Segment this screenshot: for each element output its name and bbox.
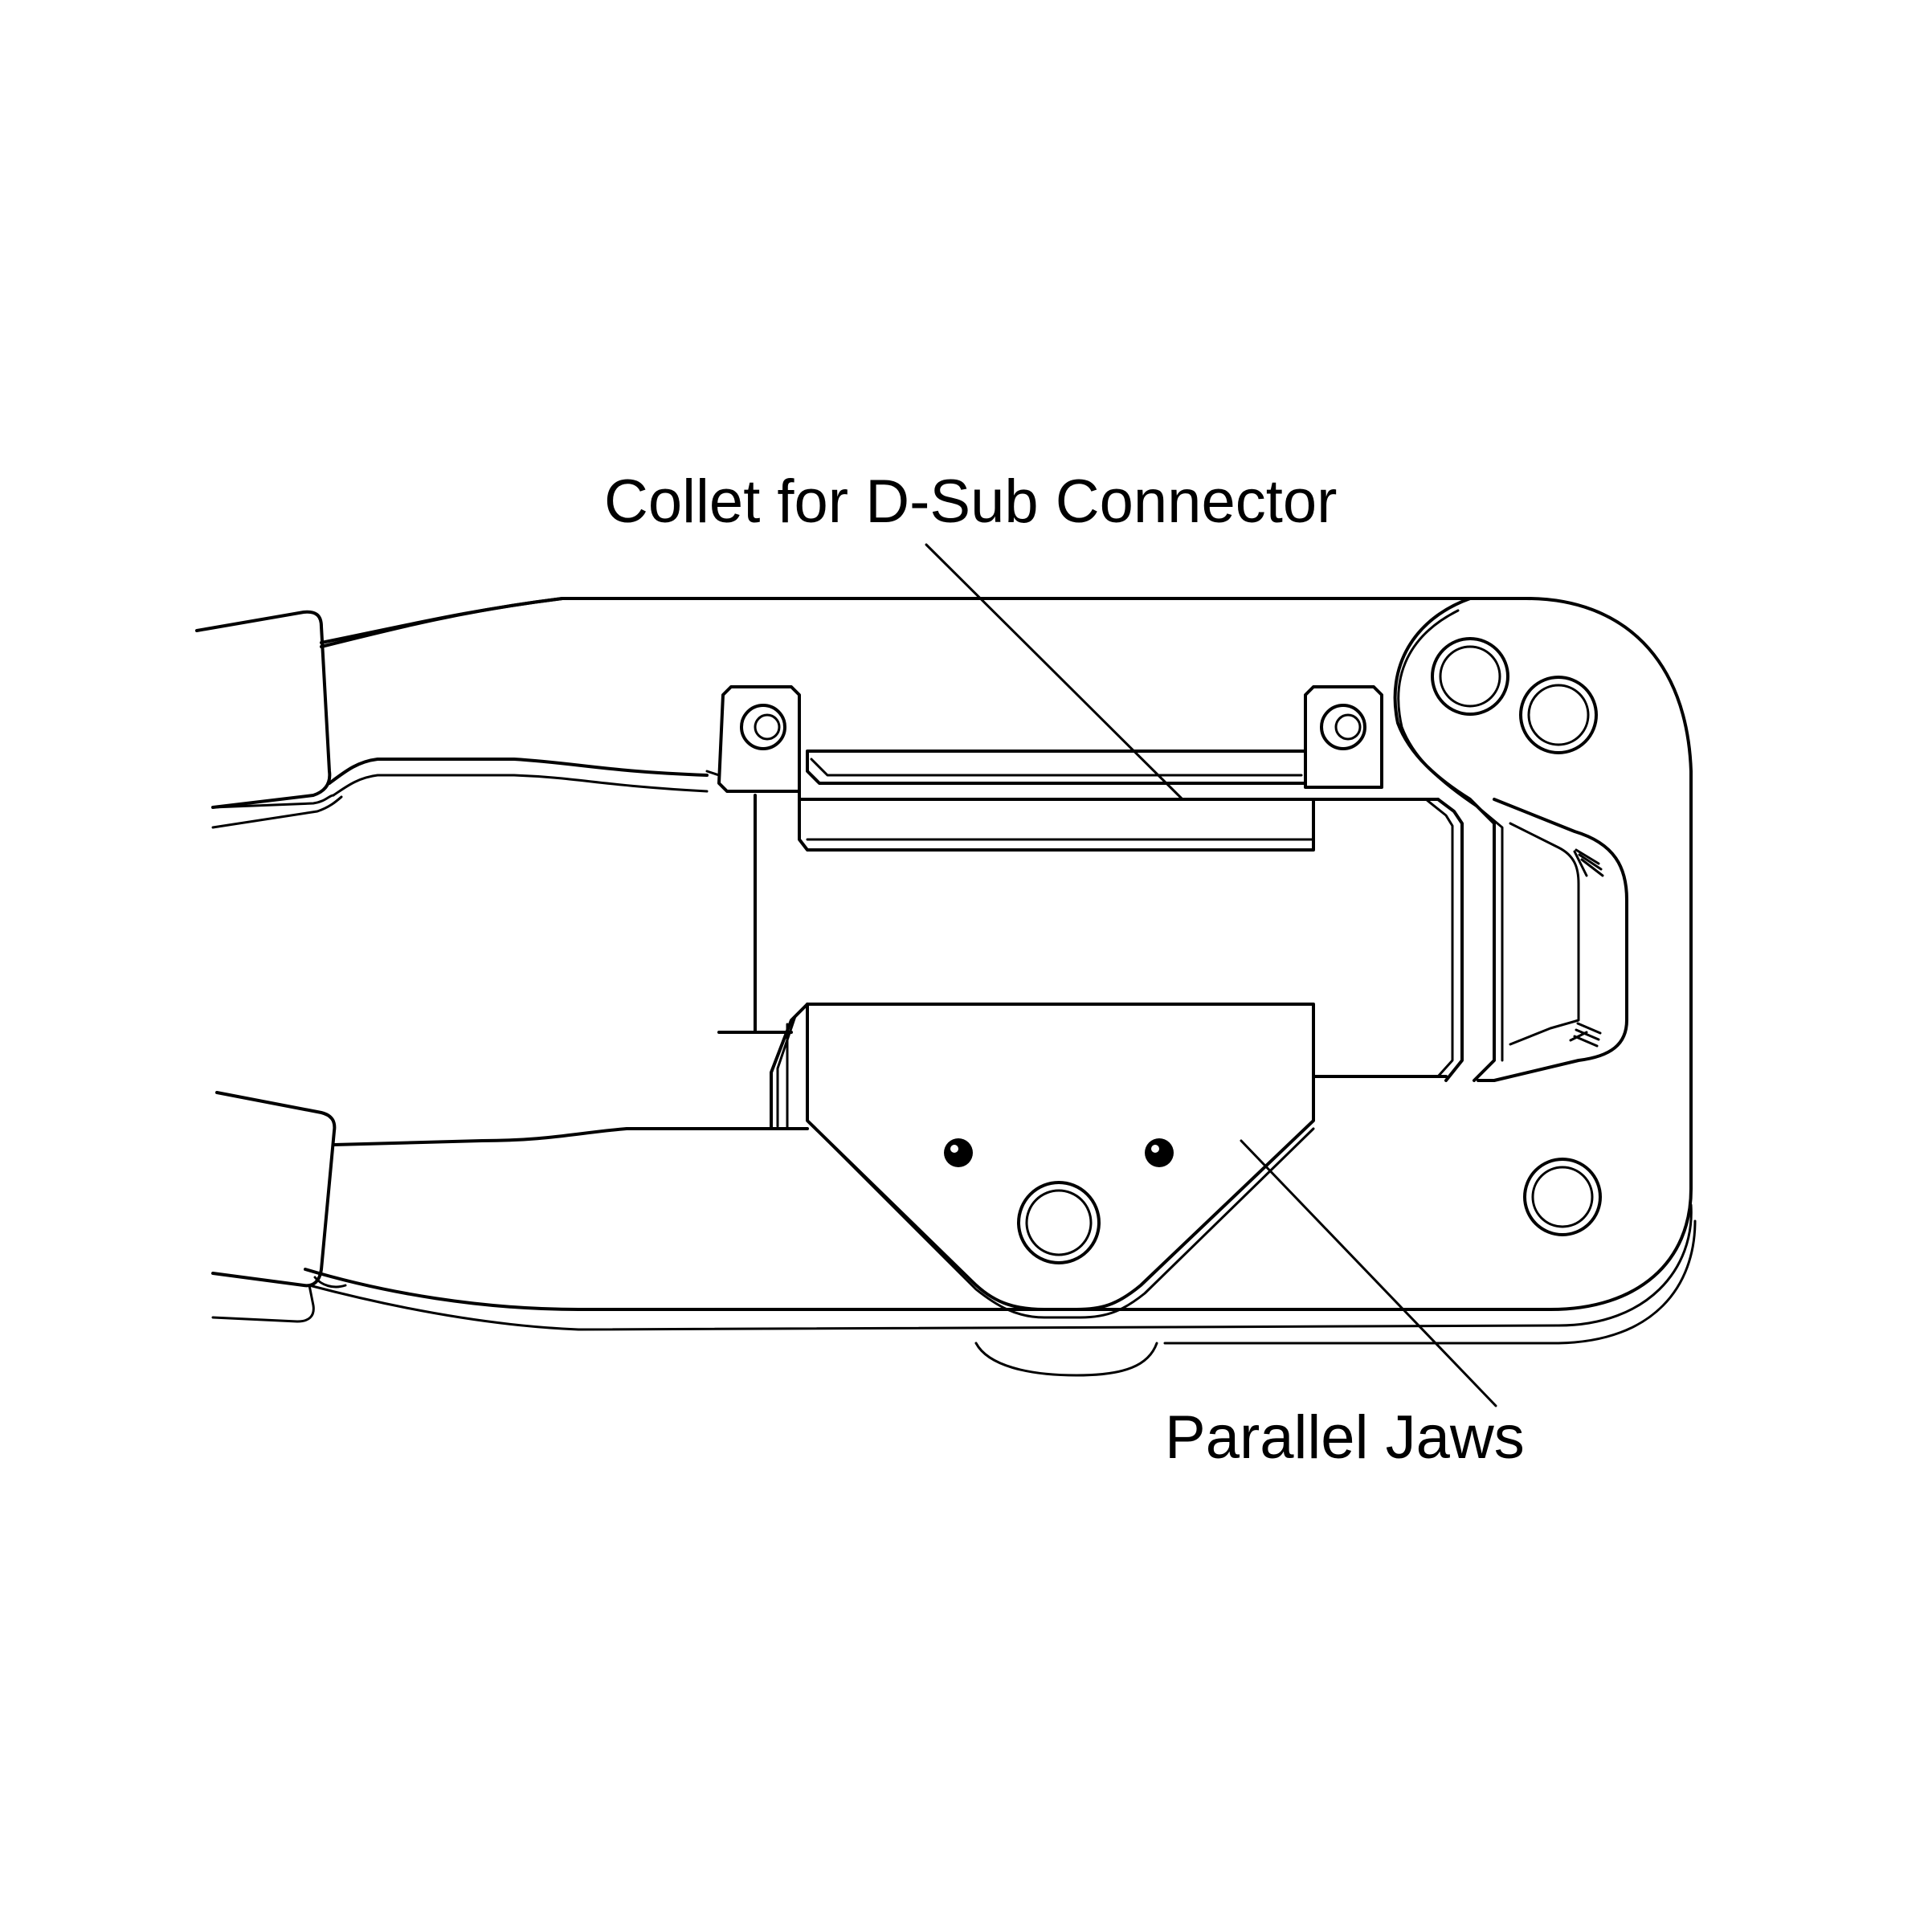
jaw-screw [1017,1181,1101,1264]
parallel-jaws [770,1003,1448,1319]
upper-handle [195,597,709,829]
pivot-screw-1 [1431,637,1509,716]
collet-leader-line [925,543,1184,801]
tool-frame [304,597,1697,1377]
collet-right-screw [1320,704,1366,750]
collet-left-screw [740,704,786,750]
collet-d-sub-connector [705,685,1440,1034]
jaw-pin-left [944,1138,973,1167]
jaws-label: Parallel Jaws [1165,1403,1525,1472]
pivot-plate [1393,597,1628,1236]
leader-lines [925,543,1497,1407]
jaw-pin-right [1145,1138,1174,1167]
pivot-screw-3 [1523,1158,1602,1236]
collet-label: Collet for D-Sub Connector [604,468,1337,536]
jaws-leader-line [1240,1139,1497,1407]
lower-handle [211,1091,773,1323]
pivot-screw-2 [1519,676,1598,754]
